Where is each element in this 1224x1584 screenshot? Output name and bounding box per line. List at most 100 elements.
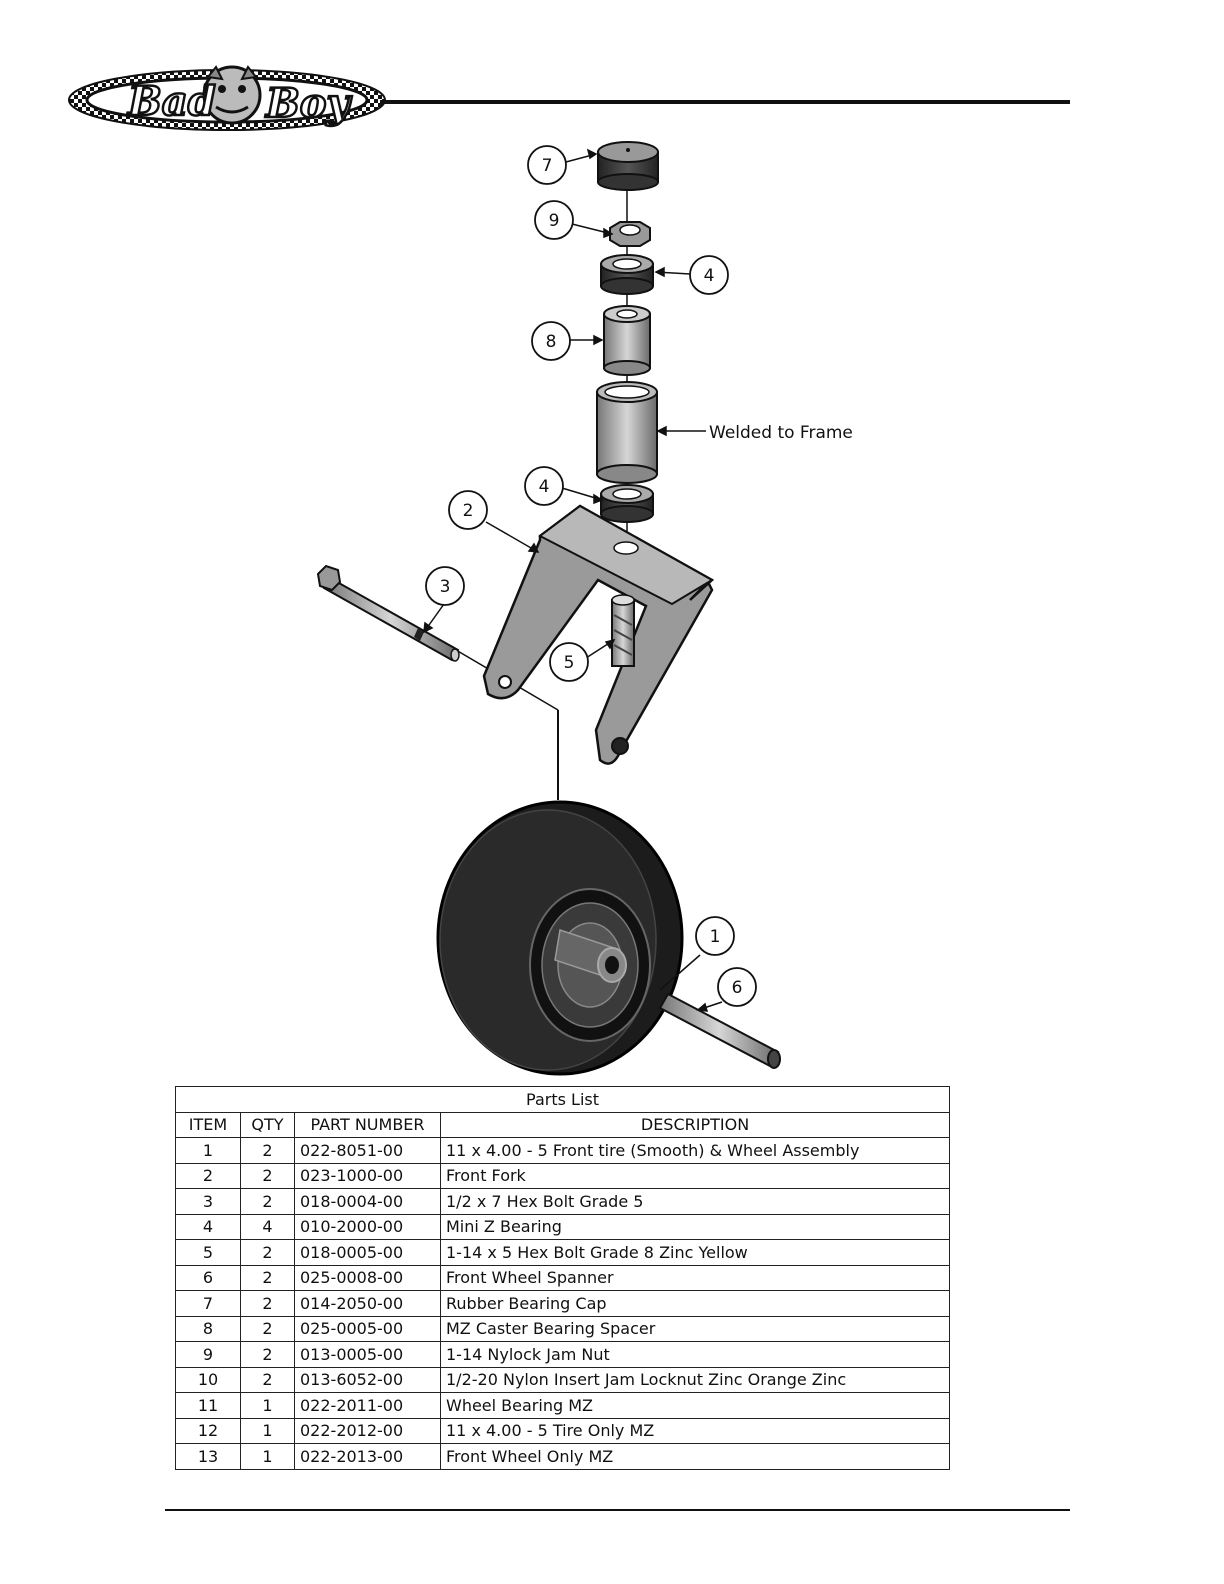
callout-5: 5 [549,642,589,682]
header-item: ITEM [175,1111,241,1138]
parts-list-title-row: Parts List [174,1086,951,1113]
callout-3: 3 [425,566,465,606]
cell-item: 4 [175,1213,241,1240]
cell-item: 7 [175,1290,241,1317]
svg-text:2: 2 [463,501,474,521]
cell-part-number: 013-0005-00 [294,1341,441,1368]
svg-text:5: 5 [564,653,575,673]
frame-tube-part [596,381,658,484]
cell-qty: 2 [240,1366,295,1393]
cell-qty: 2 [240,1264,295,1291]
front-fork-part [482,504,715,765]
cell-part-number: 010-2000-00 [294,1213,441,1240]
bulldog-mascot-icon [202,65,262,125]
parts-list-title: Parts List [174,1086,951,1113]
cell-qty: 2 [240,1188,295,1215]
cell-qty: 2 [240,1162,295,1189]
cell-qty: 2 [240,1315,295,1342]
cell-item: 8 [175,1315,241,1342]
header-qty: QTY [240,1111,295,1138]
callout-6: 6 [717,967,757,1007]
jam-nut-part [609,221,651,247]
cell-description: 1-14 x 5 Hex Bolt Grade 8 Zinc Yellow [439,1239,951,1266]
front-wheel-spanner-part [658,992,781,1069]
tire-wheel-assembly-part [436,800,684,1076]
cell-item: 5 [175,1239,241,1266]
bad-boy-logo: Bad Boy [68,65,386,131]
svg-text:3: 3 [440,577,451,597]
callout-2: 2 [448,490,488,530]
cell-item: 11 [175,1392,241,1419]
callout-8: 8 [531,321,571,361]
cell-qty: 2 [240,1341,295,1368]
welded-to-frame-label: Welded to Frame [709,423,853,443]
hex-bolt-part-3 [316,564,460,662]
cell-description: Front Wheel Only MZ [439,1443,951,1470]
cell-qty: 1 [240,1392,295,1419]
header-description: DESCRIPTION [439,1111,951,1138]
callout-4-bottom: 4 [524,466,564,506]
cell-description: Rubber Bearing Cap [439,1290,951,1317]
header-part-number: PART NUMBER [294,1111,441,1138]
cell-item: 2 [175,1162,241,1189]
callout-1: 1 [695,916,735,956]
cell-item: 3 [175,1188,241,1215]
cell-description: Mini Z Bearing [439,1213,951,1240]
cell-part-number: 022-2012-00 [294,1417,441,1444]
cell-part-number: 025-0008-00 [294,1264,441,1291]
svg-text:4: 4 [539,477,550,497]
hex-bolt-part-5 [611,594,635,667]
parts-list-header-row: ITEM QTY PART NUMBER DESCRIPTION [175,1111,951,1138]
cell-part-number: 025-0005-00 [294,1315,441,1342]
cell-qty: 4 [240,1213,295,1240]
svg-text:6: 6 [732,978,743,998]
logo-text-bad: Bad [127,78,216,125]
cell-description: Front Fork [439,1162,951,1189]
cell-part-number: 022-2011-00 [294,1392,441,1419]
cell-part-number: 023-1000-00 [294,1162,441,1189]
callout-7: 7 [527,145,567,185]
cell-part-number: 018-0004-00 [294,1188,441,1215]
callout-9: 9 [534,200,574,240]
cell-item: 1 [175,1137,241,1164]
exploded-parts-diagram: 7 9 4 8 4 2 3 5 1 6 Welded to Frame [316,141,853,1076]
footer-rule [165,1509,1070,1511]
cell-qty: 1 [240,1443,295,1470]
cell-part-number: 014-2050-00 [294,1290,441,1317]
cell-part-number: 022-8051-00 [294,1137,441,1164]
rubber-bearing-cap-part [597,141,659,191]
svg-text:1: 1 [710,927,721,947]
cell-item: 12 [175,1417,241,1444]
cell-description: MZ Caster Bearing Spacer [439,1315,951,1342]
cell-item: 9 [175,1341,241,1368]
logo-text-boy: Boy [265,80,352,127]
cell-item: 10 [175,1366,241,1393]
svg-text:8: 8 [546,332,557,352]
svg-text:7: 7 [542,156,553,176]
callout-4-top: 4 [689,255,729,295]
cell-description: 11 x 4.00 - 5 Tire Only MZ [439,1417,951,1444]
cell-item: 6 [175,1264,241,1291]
cell-description: 1/2-20 Nylon Insert Jam Locknut Zinc Ora… [439,1366,951,1393]
cell-part-number: 022-2013-00 [294,1443,441,1470]
cell-item: 13 [175,1443,241,1470]
cell-qty: 2 [240,1239,295,1266]
svg-text:9: 9 [549,211,560,231]
cell-part-number: 013-6052-00 [294,1366,441,1393]
parts-list-table: Parts List ITEM QTY PART NUMBER DESCRIPT… [174,1086,951,1470]
cell-description: 1/2 x 7 Hex Bolt Grade 5 [439,1188,951,1215]
cell-description: Wheel Bearing MZ [439,1392,951,1419]
